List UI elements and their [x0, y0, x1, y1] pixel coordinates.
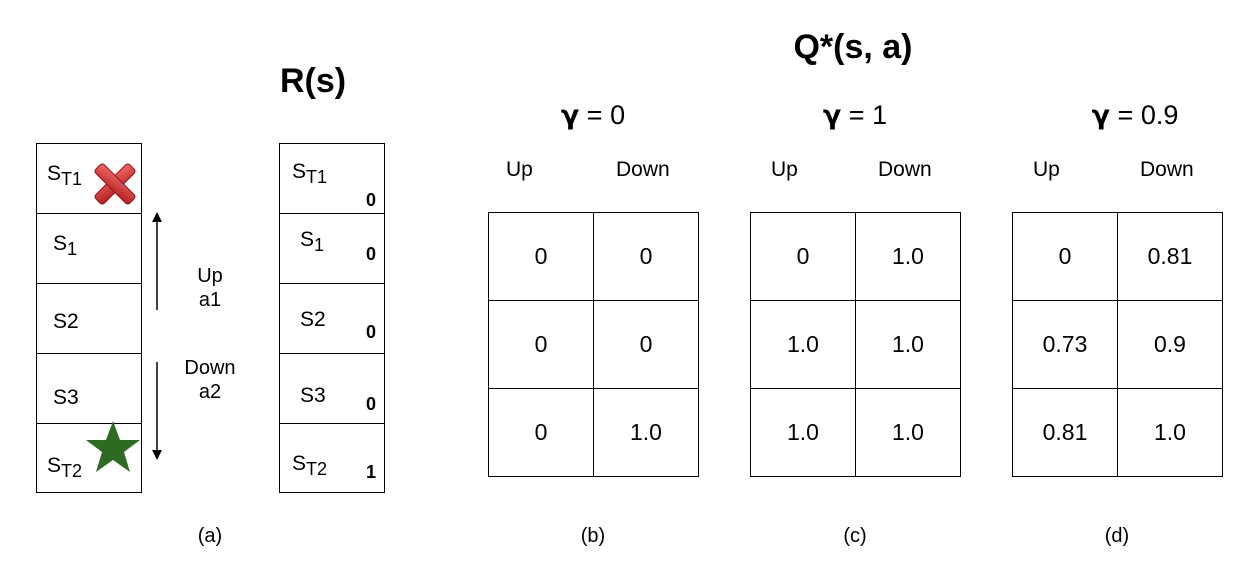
state-cell-s1: S1 — [37, 214, 141, 284]
gamma-symbol: γ — [822, 100, 842, 131]
reward-value: 0 — [365, 190, 376, 210]
q-table-gamma-0-9: 0 0.81 0.73 0.9 0.81 1.0 — [1012, 212, 1223, 477]
q-value-down: 1.0 — [593, 388, 699, 477]
q-table-gamma-1: 0 1.0 1.0 1.0 1.0 1.0 — [750, 212, 961, 477]
state-subscript: 1 — [67, 239, 78, 259]
q-value-down: 1.0 — [1117, 388, 1223, 477]
state-cell-t2: ST2 — [37, 421, 141, 492]
reward-value: 1 — [365, 462, 376, 482]
state-label: S2 — [53, 310, 79, 333]
state-label: S — [292, 160, 307, 183]
column-header-up: Up — [1033, 158, 1060, 181]
gamma-label-c: γ = 1 — [750, 100, 960, 131]
caption-d: (d) — [1104, 525, 1130, 547]
reward-cell: ST2 1 — [280, 424, 384, 492]
state-subscript: T2 — [306, 459, 328, 479]
reward-value: 0 — [365, 394, 376, 414]
q-value-down: 1.0 — [855, 212, 961, 301]
caption-b: (b) — [580, 525, 606, 547]
state-subscript: T1 — [306, 167, 328, 187]
gamma-symbol: γ — [1091, 100, 1111, 131]
state-subscript: 1 — [314, 235, 325, 255]
q-value-down: 1.0 — [855, 388, 961, 477]
q-value-up: 1.0 — [750, 388, 856, 477]
q-value-down: 0.9 — [1117, 300, 1223, 389]
reward-column: ST1 0 S1 0 S2 0 S3 0 ST2 1 — [279, 143, 385, 493]
state-label: S — [292, 452, 307, 475]
state-label: S — [47, 162, 62, 185]
state-chain: ST1 S1 S2 S3 ST2 — [36, 143, 142, 493]
state-label: S3 — [53, 386, 79, 409]
gamma-value: = 0 — [579, 100, 626, 130]
q-value-up: 0.81 — [1012, 388, 1118, 477]
q-value-up: 0 — [1012, 212, 1118, 301]
q-value-up: 1.0 — [750, 300, 856, 389]
state-label: S — [300, 228, 315, 251]
action-code: a2 — [198, 381, 222, 403]
table-row: 0 0 — [488, 300, 699, 389]
reward-value: 0 — [365, 244, 376, 264]
caption-c: (c) — [843, 525, 867, 547]
q-value-down: 0 — [593, 300, 699, 389]
state-label: S2 — [300, 308, 326, 331]
q-value-down: 1.0 — [855, 300, 961, 389]
q-value-down: 0 — [593, 212, 699, 301]
reward-cell: ST1 0 — [280, 144, 384, 214]
red-cross-icon — [94, 163, 136, 205]
q-title: Q*(s, a) — [793, 28, 913, 66]
column-header-down: Down — [1140, 158, 1194, 181]
q-value-up: 0.73 — [1012, 300, 1118, 389]
q-value-up: 0 — [488, 388, 594, 477]
gamma-value: = 1 — [841, 100, 888, 130]
state-cell-t1: ST1 — [37, 144, 141, 214]
gamma-label-b: γ = 0 — [488, 100, 698, 131]
table-row: 0 0 — [488, 212, 699, 301]
reward-cell: S2 0 — [280, 284, 384, 354]
state-subscript: T1 — [61, 169, 83, 189]
gamma-value: = 0.9 — [1110, 100, 1179, 130]
column-header-down: Down — [616, 158, 670, 181]
state-label: S — [47, 454, 62, 477]
state-label: S3 — [300, 384, 326, 407]
column-header-down: Down — [878, 158, 932, 181]
reward-cell: S3 0 — [280, 354, 384, 424]
action-code: a1 — [198, 289, 222, 311]
q-value-up: 0 — [750, 212, 856, 301]
table-row: 0.81 1.0 — [1012, 388, 1223, 477]
state-cell-s2: S2 — [37, 284, 141, 354]
table-row: 0.73 0.9 — [1012, 300, 1223, 389]
gamma-symbol: γ — [560, 100, 580, 131]
reward-value: 0 — [365, 322, 376, 342]
caption-a: (a) — [197, 525, 223, 547]
green-star-icon — [86, 421, 140, 472]
q-value-down: 0.81 — [1117, 212, 1223, 301]
up-action-label: Up a1 — [170, 264, 250, 312]
table-row: 1.0 1.0 — [750, 300, 961, 389]
state-label: S — [53, 232, 68, 255]
reward-cell: S1 0 — [280, 214, 384, 284]
gamma-label-d: γ = 0.9 — [1030, 100, 1240, 131]
down-action-label: Down a2 — [170, 356, 250, 404]
column-header-up: Up — [506, 158, 533, 181]
table-row: 0 1.0 — [488, 388, 699, 477]
down-arrow — [152, 362, 162, 460]
table-row: 0 0.81 — [1012, 212, 1223, 301]
q-table-gamma-0: 0 0 0 0 0 1.0 — [488, 212, 699, 477]
table-row: 0 1.0 — [750, 212, 961, 301]
table-row: 1.0 1.0 — [750, 388, 961, 477]
action-name: Down — [184, 357, 236, 379]
q-value-up: 0 — [488, 300, 594, 389]
column-header-up: Up — [771, 158, 798, 181]
q-value-up: 0 — [488, 212, 594, 301]
state-subscript: T2 — [61, 461, 83, 481]
action-name: Up — [197, 265, 223, 287]
up-arrow — [152, 212, 162, 310]
reward-title: R(s) — [280, 62, 347, 100]
state-cell-s3: S3 — [37, 354, 141, 424]
